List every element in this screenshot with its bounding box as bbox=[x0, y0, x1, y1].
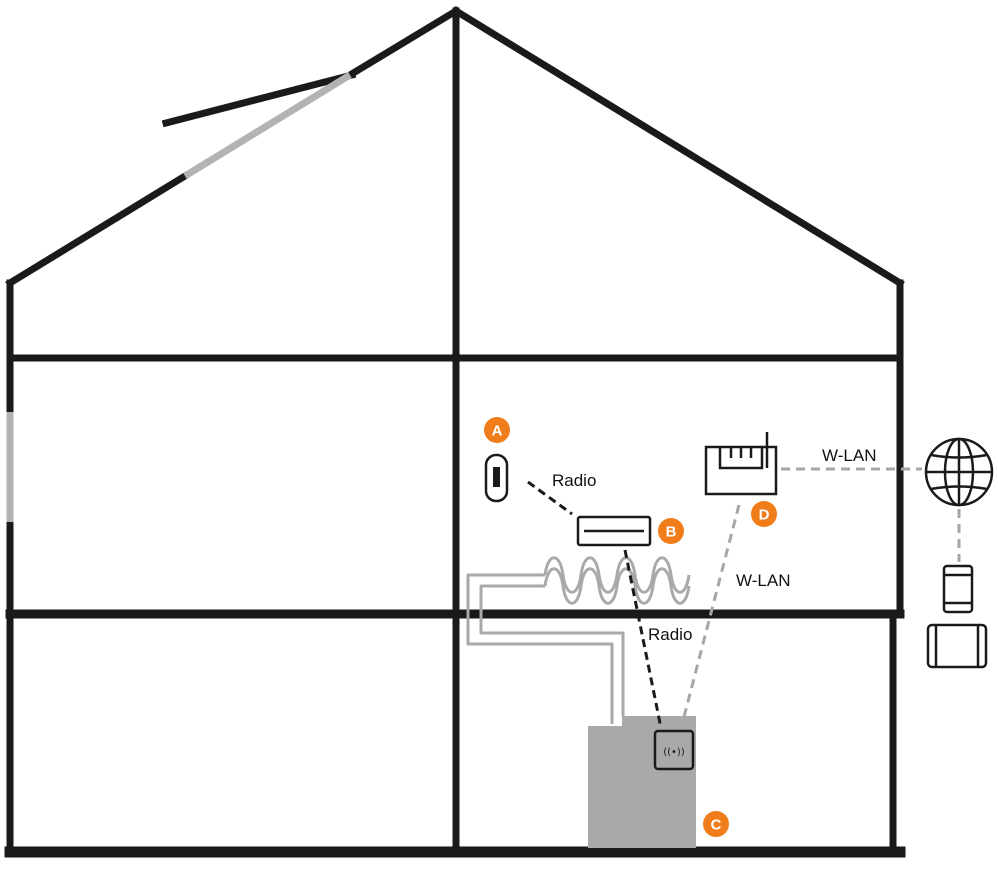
roof-left-upper bbox=[345, 6, 461, 80]
radio-connections bbox=[527, 480, 663, 729]
radio-gateway-symbol: ((•)) bbox=[663, 747, 685, 758]
globe-icon bbox=[924, 437, 994, 507]
badge-a: A bbox=[484, 417, 510, 443]
badge-c-text: C bbox=[711, 817, 722, 834]
heating-pipes bbox=[466, 556, 691, 724]
house-structure bbox=[4, 6, 906, 858]
wlan-label-right: W-LAN bbox=[822, 446, 876, 465]
wlan-connections bbox=[682, 467, 961, 718]
wlan-label-middle: W-LAN bbox=[736, 571, 790, 590]
badge-b-text: B bbox=[666, 524, 677, 541]
smartphone-icon bbox=[942, 564, 974, 614]
floor-heating-coil bbox=[543, 556, 691, 594]
badge-a-text: A bbox=[492, 423, 503, 440]
roof-window bbox=[183, 72, 352, 179]
badge-c: C bbox=[703, 811, 729, 837]
wlan-router-icon bbox=[704, 432, 778, 496]
pipe-inner bbox=[479, 584, 625, 716]
badge-d: D bbox=[751, 501, 777, 527]
window-sensor-icon bbox=[484, 453, 509, 503]
tablet-icon bbox=[926, 623, 988, 669]
radio-gateway-icon bbox=[653, 729, 695, 771]
skylight-frame bbox=[161, 70, 357, 128]
radio-line-thermostat-gateway bbox=[623, 549, 663, 729]
pipe-outer bbox=[466, 573, 614, 724]
badge-b: B bbox=[658, 518, 684, 544]
room-thermostat-icon bbox=[576, 515, 652, 547]
wlan-line-router-gateway bbox=[682, 504, 741, 718]
badge-d-text: D bbox=[759, 507, 770, 524]
heat-generator: ((•)) bbox=[588, 716, 696, 848]
roof-right bbox=[451, 6, 905, 288]
roof-left bbox=[5, 171, 190, 288]
windows bbox=[6, 72, 352, 522]
radio-label-lower: Radio bbox=[648, 625, 692, 644]
radio-label-upper: Radio bbox=[552, 471, 596, 490]
radio-line-sensor-thermostat bbox=[527, 480, 573, 516]
floor-heating-coil-inner bbox=[543, 567, 691, 605]
